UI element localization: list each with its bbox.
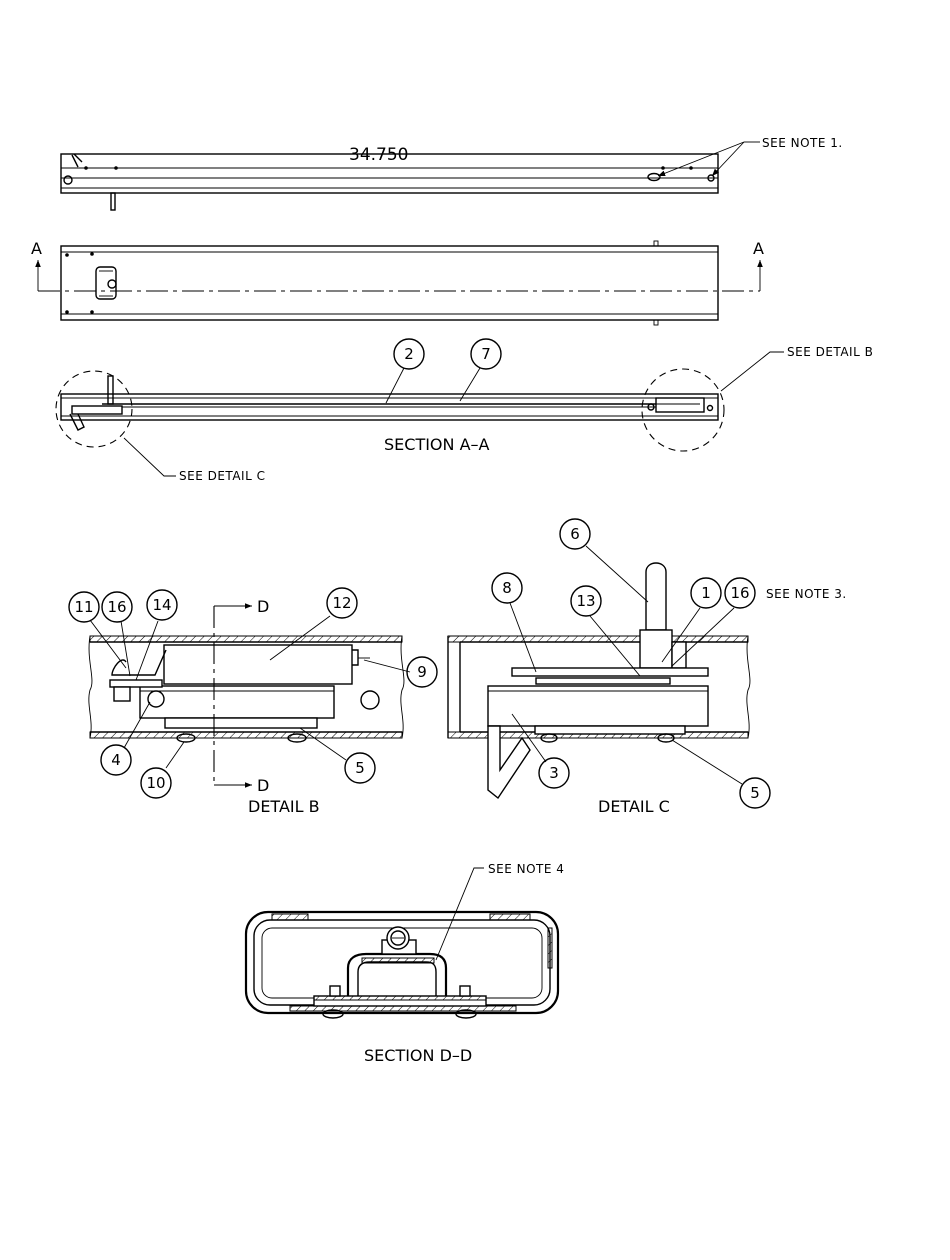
section-aa-title: SECTION A–A — [384, 435, 490, 454]
balloon-c-6-label: 6 — [570, 525, 580, 543]
section-dd-title: SECTION D–D — [364, 1046, 472, 1065]
balloon-c-16-label: 16 — [730, 584, 749, 602]
balloon-b-12-label: 12 — [332, 594, 351, 612]
see-detail-c-callout: SEE DETAIL C — [179, 469, 265, 483]
balloon-c-13-label: 13 — [576, 592, 595, 610]
detail-c-title: DETAIL C — [598, 797, 670, 816]
section-marker-d-bottom: D — [257, 776, 270, 795]
section-aa-view — [56, 352, 784, 476]
note1-leader — [658, 142, 760, 176]
balloon-b-5-label: 5 — [355, 759, 365, 777]
balloon-b-4-label: 4 — [111, 751, 121, 769]
note-1-callout: SEE NOTE 1. — [762, 136, 843, 150]
balloon-c-3-label: 3 — [549, 764, 559, 782]
overall-length-dimension: 34.750 — [349, 145, 408, 165]
see-detail-b-callout: SEE DETAIL B — [787, 345, 873, 359]
section-marker-a-right: A — [753, 239, 765, 258]
balloon-c-5-label: 5 — [750, 784, 760, 802]
section-marker-d-top: D — [257, 597, 270, 616]
balloon-b-9-label: 9 — [417, 663, 427, 681]
balloon-sa-7-label: 7 — [481, 345, 491, 363]
section-dd-view — [246, 868, 558, 1018]
balloon-c-1-label: 1 — [701, 584, 711, 602]
balloon-b-14-label: 14 — [152, 596, 171, 614]
balloon-c-8-label: 8 — [502, 579, 512, 597]
balloon-b-11-label: 11 — [74, 598, 93, 616]
balloon-sa-2-label: 2 — [404, 345, 414, 363]
detail-b-title: DETAIL B — [248, 797, 320, 816]
plan-view — [38, 241, 760, 325]
see-note-4-callout: SEE NOTE 4 — [488, 862, 564, 876]
section-marker-a-left: A — [31, 239, 43, 258]
see-note-3-callout: SEE NOTE 3. — [766, 587, 847, 601]
balloon-b-16-label: 16 — [107, 598, 126, 616]
balloon-b-10-label: 10 — [146, 774, 165, 792]
